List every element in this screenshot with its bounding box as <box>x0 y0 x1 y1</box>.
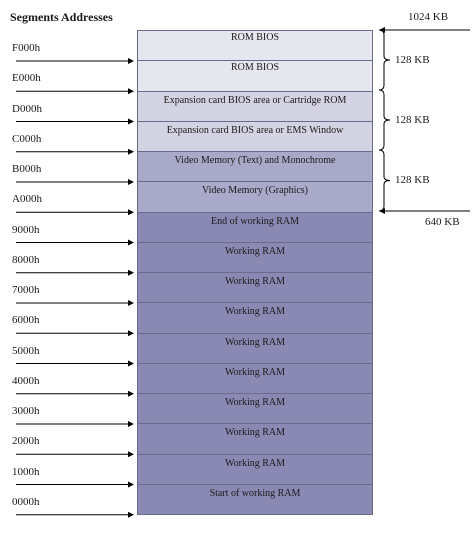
segment-address-label: 4000h <box>12 374 40 387</box>
segment-arrow-head <box>128 209 134 216</box>
segment-arrow-head <box>128 148 134 155</box>
conventional-memory-limit-label: 640 KB <box>425 216 460 228</box>
segment-arrow-head <box>128 269 134 276</box>
memory-block: Working RAM <box>137 241 373 273</box>
segment-arrow-head <box>128 481 134 488</box>
brace-label-rom: 128 KB <box>395 54 430 66</box>
range-brace <box>378 149 391 212</box>
segment-address-label: D000h <box>12 102 42 115</box>
segment-arrow-head <box>128 58 134 64</box>
memory-block: Video Memory (Text) and Monochrome <box>137 151 373 183</box>
memory-block: Working RAM <box>137 453 373 485</box>
segment-arrow-head <box>128 451 134 458</box>
segment-address-label: A000h <box>12 193 42 206</box>
top-address-label: 1024 KB <box>408 11 449 23</box>
brace-label-expansion: 128 KB <box>395 114 430 126</box>
memory-block: Working RAM <box>137 423 373 455</box>
segment-address-label: F000h <box>12 42 41 54</box>
segment-arrow-head <box>128 118 134 125</box>
segment-address-label: 7000h <box>12 284 40 296</box>
segment-arrow-head <box>128 360 134 367</box>
segment-address-label: 8000h <box>12 253 40 266</box>
segment-arrow-head <box>128 88 134 95</box>
segment-arrow-head <box>128 421 134 427</box>
brace-label-video: 128 KB <box>395 174 430 186</box>
segment-arrow-head <box>128 511 134 518</box>
segment-address-label: 1000h <box>12 465 40 478</box>
segment-address-label: 3000h <box>12 405 40 417</box>
segment-address-label: E000h <box>12 72 41 85</box>
memory-block: Working RAM <box>137 272 373 304</box>
memory-block: Start of working RAM <box>137 483 373 515</box>
segment-address-label: 0000h <box>12 495 40 508</box>
memory-block: Working RAM <box>137 302 373 334</box>
segment-address-label: 2000h <box>12 435 40 448</box>
range-brace <box>378 89 391 151</box>
segment-arrow-head <box>128 300 134 306</box>
segment-arrow-head <box>128 239 134 246</box>
segment-arrow-head <box>128 330 134 337</box>
segment-arrow-head <box>128 390 134 397</box>
segment-address-label: 6000h <box>12 314 40 327</box>
segment-address-label: 5000h <box>12 344 40 357</box>
segment-address-label: C000h <box>12 132 42 145</box>
segment-address-label: B000h <box>12 163 42 175</box>
memory-block: Video Memory (Graphics) <box>137 181 373 213</box>
diagram-title: Segments Addresses <box>10 10 113 24</box>
range-brace <box>378 29 391 91</box>
segment-address-label: 9000h <box>12 223 40 236</box>
segment-arrow-head <box>128 179 134 185</box>
